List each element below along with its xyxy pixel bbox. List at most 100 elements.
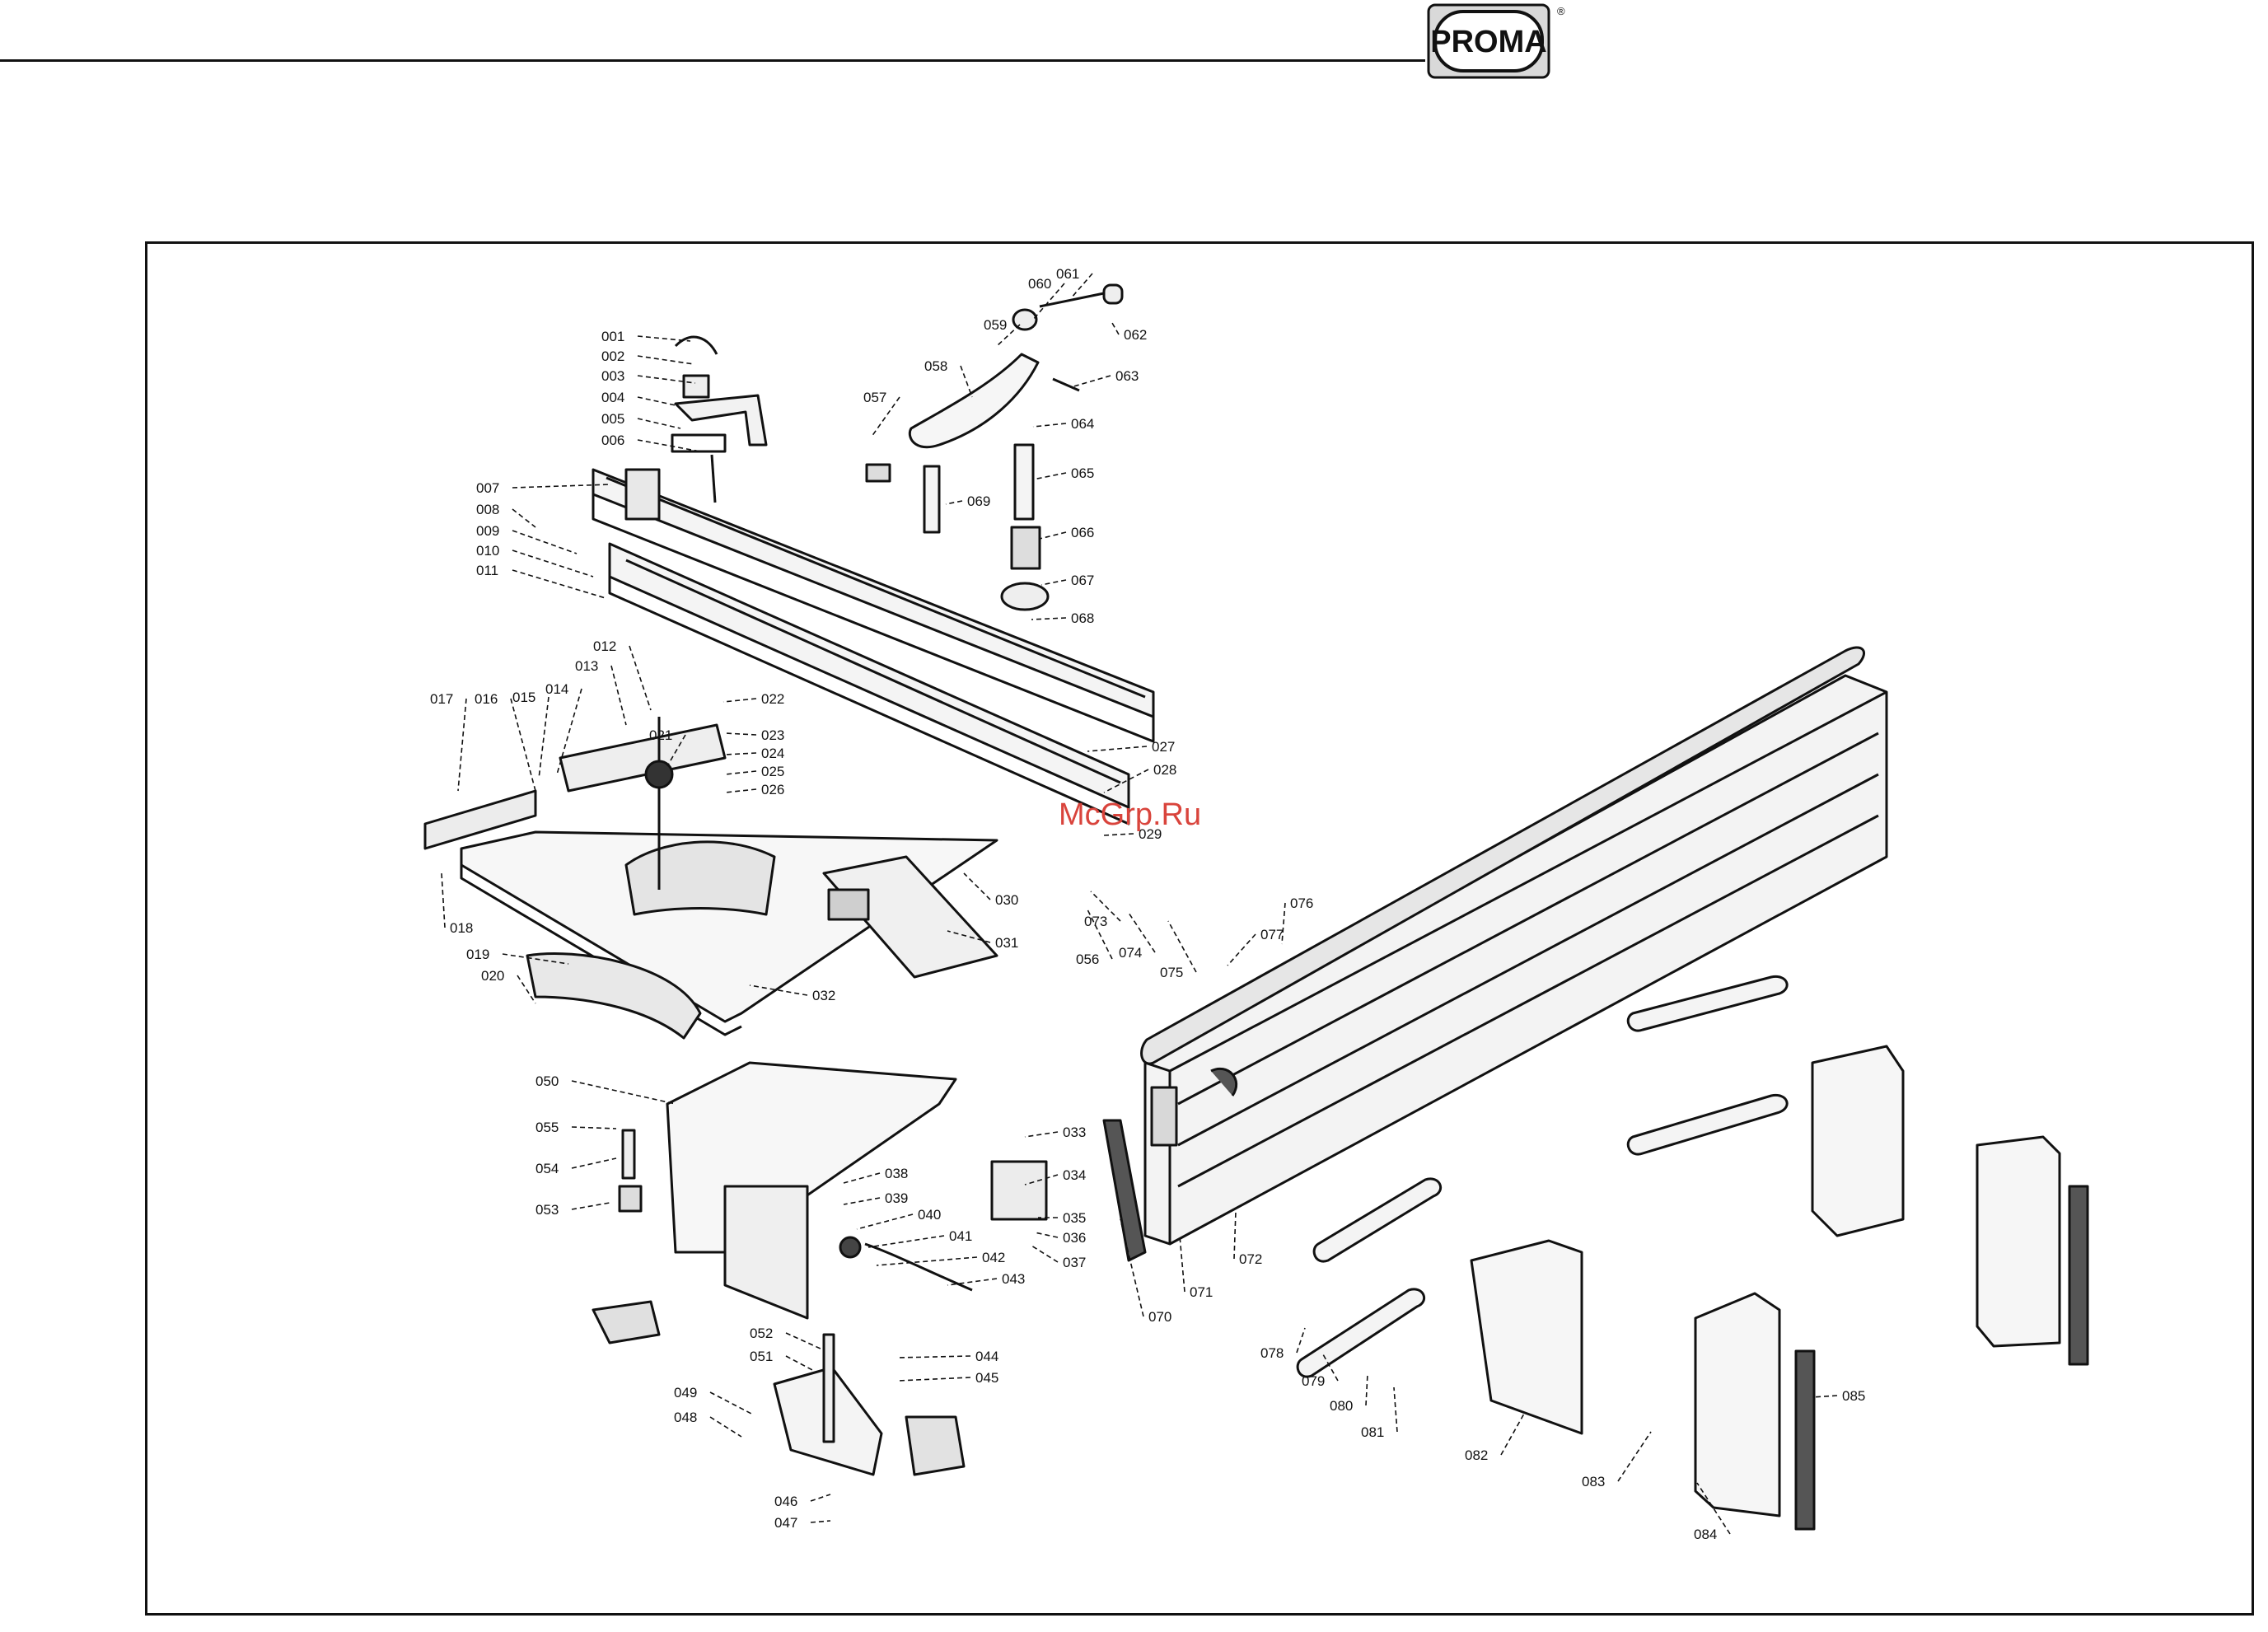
part-number-label: 036 — [1063, 1230, 1086, 1246]
leader-line — [843, 1197, 881, 1205]
part-callout-020: 020 — [481, 968, 536, 1004]
part-number-label: 043 — [1002, 1271, 1025, 1287]
part-number-label: 019 — [466, 947, 489, 962]
part-callout-062: 062 — [1111, 322, 1147, 343]
part-callout-006: 006 — [601, 433, 701, 452]
leader-line — [502, 953, 569, 965]
leader-line — [709, 1416, 742, 1438]
part-number-label: 029 — [1139, 826, 1162, 842]
leader-line — [512, 508, 536, 528]
part-number-label: 010 — [476, 543, 499, 559]
part-callout-077: 077 — [1227, 927, 1284, 966]
part-number-label: 044 — [975, 1349, 998, 1364]
part-number-label: 057 — [863, 390, 886, 405]
part-callout-061: 061 — [1056, 266, 1093, 299]
part-number-label: 049 — [674, 1385, 697, 1401]
fence-rail-lower — [608, 542, 1130, 825]
part-callout-024: 024 — [724, 746, 784, 761]
part-callout-031: 031 — [947, 930, 1018, 951]
part-callout-076: 076 — [1281, 895, 1313, 945]
part-number-label: 048 — [674, 1410, 697, 1425]
miter-gauge-base — [423, 717, 998, 1040]
part-number-label: 030 — [995, 892, 1018, 908]
leader-line — [1032, 472, 1067, 480]
part-callout-084: 084 — [1694, 1482, 1731, 1542]
lower-bracket — [773, 1333, 966, 1476]
leader-line — [1039, 531, 1067, 540]
part-number-label: 083 — [1582, 1474, 1605, 1489]
part-number-label: 084 — [1694, 1527, 1717, 1542]
leader-line — [637, 335, 691, 342]
leader-line — [724, 752, 757, 755]
leader-line — [856, 1213, 914, 1230]
leader-line — [1103, 833, 1134, 836]
part-number-label: 056 — [1076, 952, 1099, 967]
part-number-label: 024 — [761, 746, 784, 761]
part-callout-065: 065 — [1032, 465, 1094, 481]
part-number-label: 051 — [750, 1349, 773, 1364]
part-number-label: 013 — [575, 658, 598, 674]
part-callout-023: 023 — [724, 727, 784, 743]
part-callout-071: 071 — [1179, 1235, 1213, 1300]
part-number-label: 016 — [475, 691, 498, 707]
part-number-label: 081 — [1361, 1424, 1384, 1440]
leader-line — [722, 698, 757, 703]
leader-line — [947, 930, 991, 943]
part-number-label: 005 — [601, 411, 624, 427]
part-number-label: 031 — [995, 935, 1018, 951]
part-callout-012: 012 — [593, 638, 652, 711]
part-number-label: 040 — [918, 1207, 941, 1223]
leader-line — [666, 734, 686, 767]
leader-line — [1500, 1413, 1525, 1456]
part-number-label: 047 — [774, 1515, 797, 1531]
part-callout-038: 038 — [843, 1166, 908, 1184]
part-callout-085: 085 — [1812, 1388, 1865, 1404]
part-number-label: 012 — [593, 638, 616, 654]
leader-line — [1227, 933, 1256, 966]
part-callout-007: 007 — [476, 480, 612, 496]
part-callout-051: 051 — [750, 1349, 815, 1372]
leader-line — [512, 549, 594, 578]
part-number-label: 027 — [1152, 739, 1175, 755]
part-callout-040: 040 — [856, 1207, 941, 1230]
part-callout-046: 046 — [774, 1494, 831, 1509]
part-number-label: 003 — [601, 368, 624, 384]
leader-line — [1365, 1373, 1368, 1406]
leader-line — [1322, 1354, 1339, 1382]
part-number-label: 006 — [601, 433, 624, 448]
watermark: McGrp.Ru — [1059, 797, 1202, 832]
part-number-label: 062 — [1124, 327, 1147, 343]
leader-line — [1103, 769, 1149, 793]
part-callout-082: 082 — [1465, 1413, 1525, 1463]
part-number-label: 020 — [481, 968, 504, 984]
part-number-label: 042 — [982, 1250, 1005, 1265]
part-callout-063: 063 — [1070, 368, 1139, 388]
part-callout-069: 069 — [945, 493, 990, 509]
part-number-label: 034 — [1063, 1167, 1086, 1183]
part-number-label: 021 — [649, 727, 672, 743]
part-number-label: 075 — [1160, 965, 1183, 980]
leader-line — [1090, 891, 1121, 922]
leader-line — [724, 732, 757, 736]
part-number-label: 015 — [512, 690, 535, 705]
part-callout-037: 037 — [1031, 1245, 1086, 1270]
part-number-label: 074 — [1119, 945, 1142, 961]
part-callout-034: 034 — [1024, 1167, 1086, 1185]
part-callout-005: 005 — [601, 411, 681, 429]
part-callout-018: 018 — [441, 872, 473, 936]
leader-line — [1233, 1210, 1237, 1260]
part-number-label: 001 — [601, 329, 624, 344]
leader-line — [1179, 1235, 1185, 1293]
part-callout-043: 043 — [947, 1271, 1025, 1287]
leader-line — [637, 439, 701, 452]
leader-line — [1120, 1218, 1144, 1317]
part-callout-001: 001 — [601, 329, 691, 344]
part-callout-049: 049 — [674, 1385, 752, 1415]
mounting-brackets — [1470, 1045, 2089, 1531]
part-callout-028: 028 — [1103, 762, 1176, 793]
leader-line — [517, 975, 536, 1004]
part-callout-041: 041 — [867, 1228, 972, 1248]
part-callout-009: 009 — [476, 523, 578, 554]
leader-line — [556, 688, 582, 775]
